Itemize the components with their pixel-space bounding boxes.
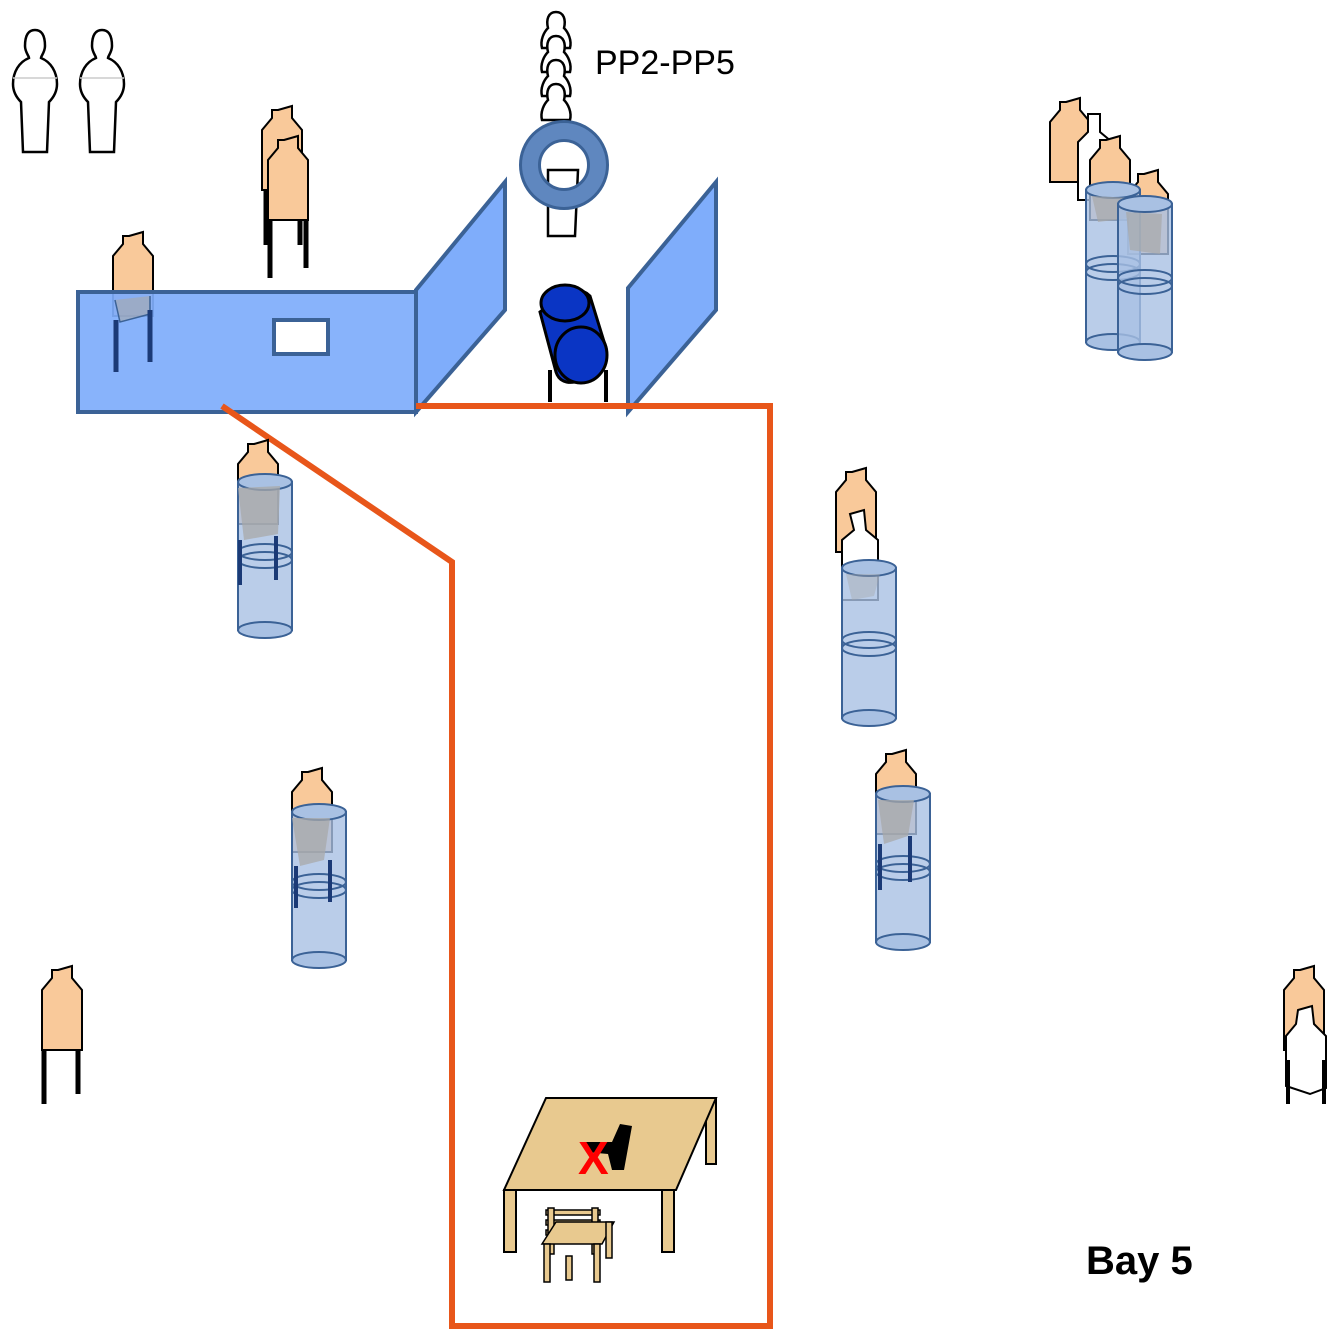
paper-target-icon	[41, 965, 83, 1104]
popper-group-label: PP2-PP5	[595, 44, 735, 82]
pistol-icon	[584, 1124, 632, 1170]
window-port-icon	[519, 120, 609, 210]
no-shoot-target-icon	[1285, 1004, 1327, 1104]
window-port-icon	[272, 318, 330, 356]
wall-icon	[626, 176, 718, 418]
no-shoot-target-icon	[78, 28, 126, 154]
chair-icon	[540, 1207, 616, 1283]
barrel-icon	[237, 473, 293, 639]
popper-icon	[540, 10, 572, 122]
barrel-icon	[1117, 195, 1173, 361]
bay-label: Bay 5	[1086, 1239, 1193, 1283]
fault-line	[220, 403, 773, 1329]
barrel-icon	[538, 283, 609, 402]
barrel-icon	[875, 785, 931, 951]
wall-icon	[414, 176, 507, 418]
wall-icon	[76, 290, 418, 414]
start-position-mark: X	[578, 1132, 609, 1184]
paper-target-icon	[267, 135, 309, 278]
barrel-icon	[841, 559, 897, 727]
no-shoot-target-icon	[11, 28, 59, 154]
barrel-icon	[291, 803, 347, 969]
